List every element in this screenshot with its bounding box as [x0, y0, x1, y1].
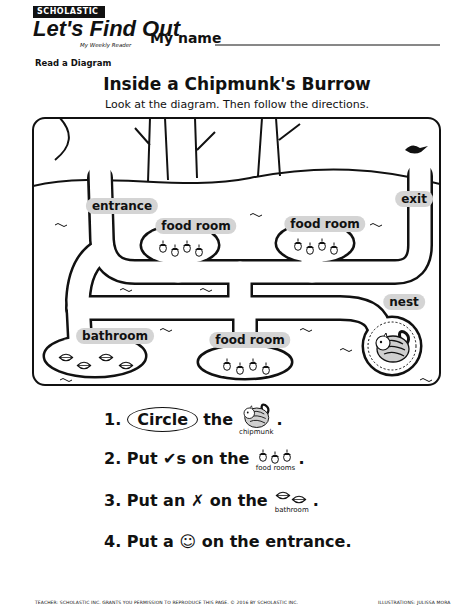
instruction-text: the: [203, 410, 233, 429]
label-text: Circle: [137, 410, 188, 429]
icon-column: bathroom: [274, 487, 310, 514]
chipmunk-icon: [241, 402, 271, 429]
label-text: food room: [290, 217, 359, 231]
worksheet-title: Inside a Chipmunk's Burrow: [0, 74, 474, 94]
instruction-text: .: [298, 449, 304, 468]
publisher-logo: SCHOLASTIC: [37, 7, 98, 16]
room-label: food room: [155, 218, 236, 234]
label-text: exit: [401, 192, 427, 206]
label-text: nest: [389, 295, 419, 309]
directions-caption: Look at the diagram. Then follow the dir…: [0, 98, 474, 111]
section-label: Read a Diagram: [35, 58, 111, 68]
room-label: bathroom: [76, 328, 154, 344]
circled-word: Circle: [127, 407, 198, 432]
icon-caption: bathroom: [275, 506, 309, 514]
instruction-text: 2. Put ✔s on the: [104, 449, 249, 468]
copyright-note: TEACHER: SCHOLASTIC INC. GRANTS YOU PERM…: [35, 600, 298, 605]
leaf-icon: [274, 487, 310, 507]
acorn-icon: [255, 445, 295, 465]
credit-note: ILLUSTRATIONS: JULISSA MORA: [378, 600, 450, 605]
icon-column: chipmunk: [239, 402, 273, 436]
instruction-text: 3. Put an ✗ on the: [104, 491, 268, 510]
instruction-row: 3. Put an ✗ on the bathroom.: [104, 487, 319, 514]
room-label: nest: [383, 294, 425, 310]
label-text: bathroom: [82, 329, 148, 343]
room-label: food room: [284, 216, 365, 232]
instruction-text: 4. Put a ☺ on the entrance.: [104, 532, 352, 551]
label-text: entrance: [92, 199, 152, 213]
instruction-row: 2. Put ✔s on the food rooms.: [104, 445, 305, 472]
instruction-text: .: [313, 491, 319, 510]
instruction-text: 1.: [104, 410, 121, 429]
icon-caption: chipmunk: [239, 428, 273, 436]
instruction-text: .: [276, 410, 282, 429]
label-text: food room: [215, 333, 284, 347]
logo-subtitle: My Weekly Reader: [80, 42, 131, 48]
room-label: entrance: [86, 198, 158, 214]
label-text: food room: [161, 219, 230, 233]
instruction-row: 4. Put a ☺ on the entrance.: [104, 532, 352, 551]
room-label: food room: [209, 332, 290, 348]
instruction-row: 1. Circle the chipmunk.: [104, 402, 283, 436]
name-field-label: My name: [150, 30, 221, 46]
icon-column: food rooms: [255, 445, 295, 472]
room-label: exit: [395, 191, 433, 207]
icon-caption: food rooms: [256, 464, 295, 472]
